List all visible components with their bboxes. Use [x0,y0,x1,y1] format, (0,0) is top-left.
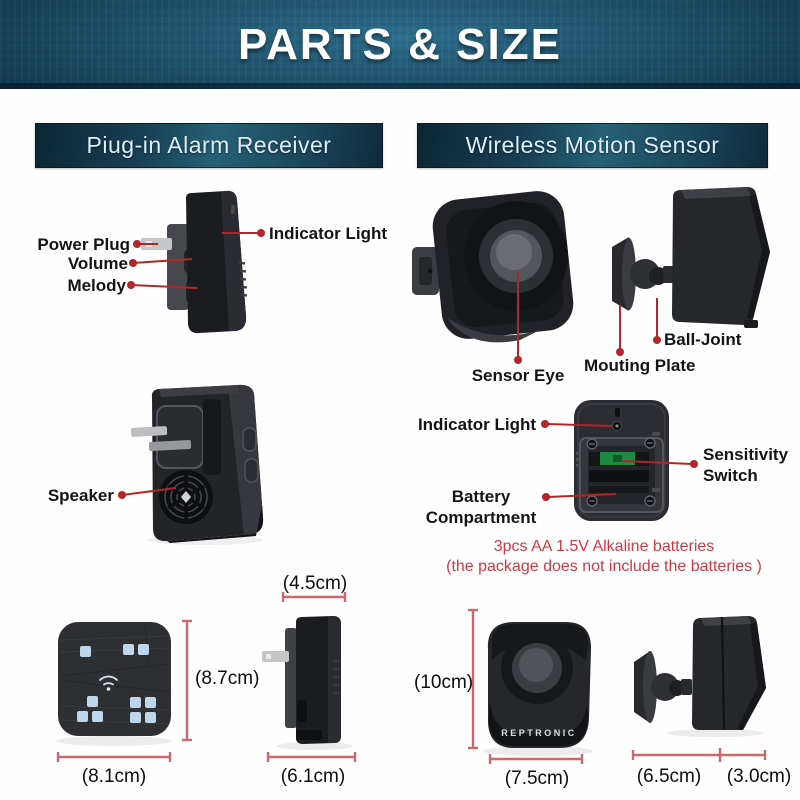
wifi-icon [99,675,118,691]
battery-note-line2: (the package does not include the batter… [446,558,762,575]
leader-power-plug [133,240,158,248]
sensor-header-text: Wireless Motion Sensor [465,132,720,158]
sensor-back-view-art [574,400,669,521]
label-speaker: Speaker [47,486,114,505]
dim-sensor-width: (7.5cm) [504,768,570,789]
dim-sensor-side-left: (6.5cm) [636,766,702,787]
measure-face-height-87 [182,619,192,742]
label-volume: Volume [67,254,128,273]
leader-mounting-plate [616,305,624,356]
leader-volume [129,258,193,267]
battery-note: 3pcs AA 1.5V Alkaline batteries (the pac… [420,537,788,577]
dim-face-height: (8.7cm) [195,668,260,689]
measure-sensor-width-75 [488,754,584,764]
leader-sensitivity [621,460,698,468]
leader-lines [118,229,698,501]
dim-side-top: (4.5cm) [282,573,348,594]
receiver-speaker-view-art [130,384,264,543]
section-header-receiver: Piug-in Alarm Receiver [35,123,383,168]
sensor-front-bottom-art [487,622,592,748]
label-indicator-light-receiver: Indicator Light [269,224,388,243]
section-header-sensor: Wireless Motion Sensor [417,123,768,168]
label-sensor-eye: Sensor Eye [471,366,565,385]
measure-lines [56,592,767,764]
label-power-plug: Power Plug [37,235,130,254]
dim-face-width: (8.1cm) [81,766,147,787]
label-sensitivity-line2: Switch [703,466,758,485]
sensor-front-view-art [412,191,574,343]
label-battery-line1: Battery [451,487,511,506]
leader-indicator-receiver [222,229,265,237]
leader-battery [542,493,617,501]
leader-speaker [118,487,177,499]
measure-sensor-side-65-30 [631,748,767,762]
receiver-side-view-art [141,190,248,334]
label-sensitivity-switch: Sensitivity Switch [703,444,799,486]
sensor-side-bottom-art [634,616,766,730]
measure-sensor-height-10 [468,608,478,750]
dim-sensor-height: (10cm) [414,672,474,693]
receiver-header-text: Piug-in Alarm Receiver [86,132,332,158]
leader-ball-joint [653,298,661,344]
label-indicator-light-sensor: Indicator Light [417,415,536,434]
battery-note-line1: 3pcs AA 1.5V Alkaline batteries [493,538,715,555]
label-melody: Melody [67,276,126,295]
receiver-face-bottom-art [58,622,171,736]
label-battery-line2: Compartment [425,508,537,527]
leader-indicator-sensor [541,420,613,428]
label-mounting-plate: Mouting Plate [584,356,696,375]
label-battery-compartment: Battery Compartment [418,486,544,528]
receiver-side-bottom-art [262,616,341,744]
measure-side-bottom-61 [266,752,357,762]
measure-face-width-81 [56,752,172,762]
dim-side-bottom: (6.1cm) [280,766,346,787]
measure-side-top-45 [281,592,347,602]
label-ball-joint: Ball-Joint [664,330,742,349]
title-banner: PARTS & SIZE [0,0,800,89]
label-sensitivity-line1: Sensitivity [703,445,789,464]
page-title: PARTS & SIZE [238,19,562,69]
sensor-side-view-art [612,187,770,328]
brand-label: REPTRONIC [501,728,577,738]
leader-sensor-eye [514,272,522,364]
dim-sensor-side-right: (3.0cm) [726,766,792,787]
leader-melody [127,281,198,289]
